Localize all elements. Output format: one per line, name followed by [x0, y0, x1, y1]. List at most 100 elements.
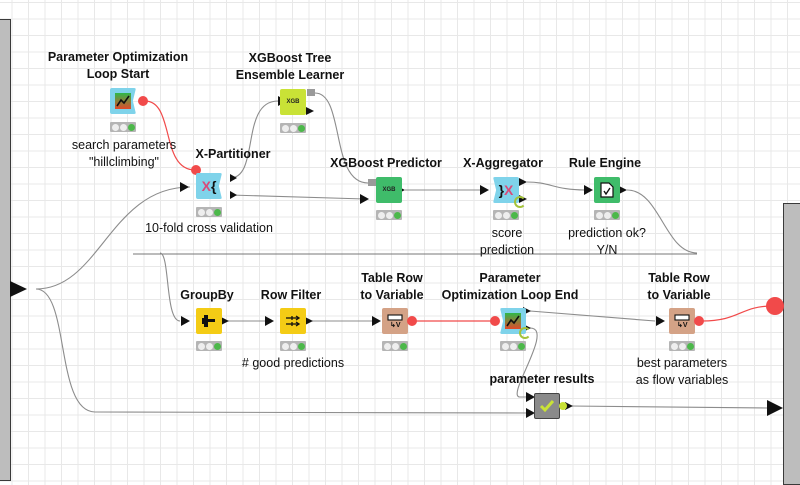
node-label-x-partitioner: X-Partitioner	[195, 147, 271, 161]
workflow-connections	[10, 89, 783, 418]
status-traffic-light	[280, 123, 306, 133]
port-out-arrow[interactable]	[306, 107, 314, 115]
wire-loopend-to-trv2[interactable]	[529, 310, 656, 322]
annotation-line: as flow variables	[635, 373, 729, 387]
wire-divider-to-groupby[interactable]	[159, 252, 181, 322]
port-out-arrow[interactable]	[230, 191, 237, 199]
label-line: Loop Start	[86, 67, 150, 81]
label-line: Optimization Loop End	[441, 288, 579, 302]
status-traffic-light	[196, 207, 222, 217]
wire-rule-engine-to-output[interactable]	[626, 189, 698, 254]
port-in-arrow[interactable]	[265, 316, 274, 326]
port-out-arrow[interactable]	[565, 402, 573, 410]
node-parameter-results[interactable]	[534, 393, 560, 419]
node-table-row-to-variable-1[interactable]: ↳V	[382, 308, 408, 334]
node-annotation-rule-engine: prediction ok? Y/N	[568, 225, 646, 259]
model-port-in[interactable]	[368, 179, 377, 186]
svg-text:↳V: ↳V	[390, 321, 401, 328]
wire-xpart-to-predictor[interactable]	[229, 194, 366, 200]
flow-variable-port[interactable]	[694, 316, 704, 326]
label-line: Table Row	[648, 271, 710, 285]
label-line: Table Row	[361, 271, 423, 285]
flowvar-trv2-to-output[interactable]	[701, 305, 774, 322]
port-out-arrow[interactable]	[519, 178, 527, 186]
node-row-filter[interactable]	[280, 308, 306, 334]
label-line: XGBoost Tree	[248, 51, 332, 65]
brace-x-icon: }X	[498, 182, 514, 198]
port-out-arrow[interactable]	[221, 317, 229, 325]
wire-input-to-xpartitioner[interactable]	[35, 186, 191, 290]
flowvar-loopstart-to-xpartitioner[interactable]	[144, 100, 196, 171]
status-traffic-light	[669, 341, 695, 351]
output-port-arrow[interactable]	[767, 400, 783, 416]
node-table-row-to-variable-2[interactable]: ↳V	[669, 308, 695, 334]
node-label-groupby: GroupBy	[180, 288, 234, 302]
node-label-xgb-learner: XGBoost Tree Ensemble Learner	[236, 50, 344, 84]
annotation-line: prediction	[479, 243, 535, 257]
node-annotation-x-aggregator: score prediction	[480, 225, 534, 259]
node-label-parameter-results: parameter results	[489, 372, 595, 386]
view-output-port[interactable]	[559, 402, 567, 410]
port-in-arrow[interactable]	[656, 316, 665, 326]
label-line: to Variable	[360, 288, 424, 302]
status-traffic-light	[382, 341, 408, 351]
node-x-partitioner[interactable]: X{	[196, 173, 222, 199]
wire-loopend-to-parameter-results[interactable]	[516, 327, 538, 398]
flow-variable-port[interactable]	[191, 165, 201, 175]
port-in-arrow[interactable]	[584, 185, 593, 195]
label-line: Parameter	[479, 271, 541, 285]
port-out-arrow[interactable]	[230, 174, 237, 182]
port-in-arrow[interactable]	[480, 185, 489, 195]
groupby-icon	[202, 315, 215, 327]
port-out-arrow[interactable]	[619, 186, 627, 194]
node-param-opt-loop-start[interactable]	[110, 88, 136, 114]
filter-arrows-icon	[286, 315, 301, 327]
node-groupby[interactable]	[196, 308, 222, 334]
input-port-arrow[interactable]	[10, 281, 27, 297]
flow-variable-port[interactable]	[138, 96, 148, 106]
node-xgboost-learner[interactable]: XGB	[280, 89, 306, 115]
table-to-variable-icon: ↳V	[674, 314, 690, 328]
port-in-arrow[interactable]	[180, 182, 189, 192]
table-to-variable-icon: ↳V	[387, 314, 403, 328]
port-in-arrow[interactable]	[360, 194, 369, 204]
xgb-icon: XGB	[382, 187, 396, 193]
flow-variable-port[interactable]	[490, 316, 500, 326]
x-brace-icon: X{	[201, 178, 217, 194]
document-check-icon	[600, 182, 614, 198]
status-traffic-light	[376, 210, 402, 220]
wire-input-to-parameter-results[interactable]	[35, 288, 531, 414]
wire-aggregator-to-rule-engine[interactable]	[526, 181, 586, 191]
status-traffic-light	[500, 341, 526, 351]
checkmark-icon	[539, 400, 555, 413]
flow-variable-output-port[interactable]	[766, 297, 784, 315]
node-label-row-filter: Row Filter	[260, 288, 322, 302]
label-line: Ensemble Learner	[235, 68, 345, 82]
wire-parameter-results-to-output[interactable]	[569, 405, 768, 409]
status-traffic-light	[280, 341, 306, 351]
flow-variable-port[interactable]	[407, 316, 417, 326]
annotation-line: score	[491, 226, 523, 240]
annotation-line: search parameters	[71, 138, 177, 152]
status-traffic-light	[493, 210, 519, 220]
status-traffic-light	[110, 122, 136, 132]
svg-text:↳V: ↳V	[677, 321, 688, 328]
wire-xpart-to-learner[interactable]	[229, 100, 279, 179]
model-port-out[interactable]	[307, 89, 315, 96]
node-rule-engine[interactable]	[594, 177, 620, 203]
port-in-arrow[interactable]	[526, 408, 535, 418]
port-in-arrow[interactable]	[526, 392, 535, 402]
node-label-rule-engine: Rule Engine	[568, 156, 642, 170]
xgb-icon: XGB	[286, 99, 300, 105]
node-annotation-param-opt-start: search parameters "hillclimbing"	[72, 137, 176, 171]
label-line: Parameter Optimization	[47, 50, 189, 64]
port-out-arrow[interactable]	[305, 317, 313, 325]
port-in-arrow[interactable]	[372, 316, 381, 326]
wire-learner-to-predictor[interactable]	[314, 92, 369, 184]
annotation-line: best parameters	[636, 356, 728, 370]
node-label-x-aggregator: X-Aggregator	[463, 156, 543, 170]
node-xgboost-predictor[interactable]: XGB	[376, 177, 402, 203]
status-traffic-light	[594, 210, 620, 220]
port-in-arrow[interactable]	[181, 316, 190, 326]
node-label-table-row-to-variable-1: Table Row to Variable	[360, 270, 423, 304]
